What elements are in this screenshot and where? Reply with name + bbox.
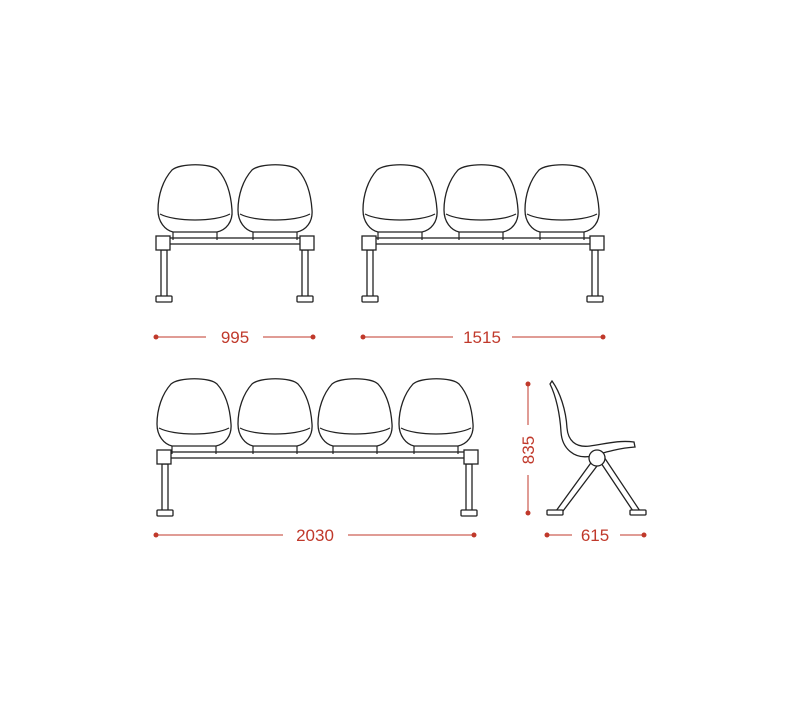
left-leg <box>366 249 374 299</box>
right-leg <box>301 249 309 299</box>
three-seat-bench <box>361 164 605 303</box>
dim-endpoint-right <box>600 334 606 340</box>
seat-2 <box>237 164 313 240</box>
front-leg <box>554 458 598 512</box>
seat-1 <box>362 164 438 240</box>
right-foot <box>460 509 478 517</box>
front-foot <box>546 509 564 516</box>
seat-3 <box>524 164 600 240</box>
dim-endpoint-right <box>641 532 647 538</box>
beam <box>168 451 467 459</box>
beam <box>167 237 303 245</box>
seat-2 <box>443 164 519 240</box>
two-seat-width-label: 995 <box>221 328 249 347</box>
four-seat-bench <box>156 378 479 517</box>
left-leg <box>160 249 168 299</box>
beam <box>373 237 593 245</box>
left-bracket <box>156 449 172 465</box>
two-seat-bench <box>155 164 315 303</box>
side-height-dimension: 835 <box>519 381 538 516</box>
seat-1 <box>157 164 233 240</box>
right-bracket <box>463 449 479 465</box>
seat-2 <box>237 378 313 454</box>
seat-3 <box>317 378 393 454</box>
left-foot <box>361 295 379 303</box>
dim-endpoint-right <box>310 334 316 340</box>
seat-4 <box>398 378 474 454</box>
dim-endpoint-bottom <box>525 510 531 516</box>
dim-endpoint-right <box>471 532 477 538</box>
shell-profile <box>549 379 636 458</box>
left-bracket <box>361 235 377 251</box>
left-foot <box>156 509 174 517</box>
rear-leg <box>598 456 642 512</box>
left-bracket <box>155 235 171 251</box>
three-seat-width-dimension: 1515 <box>360 328 606 347</box>
right-bracket <box>589 235 605 251</box>
beam-hub <box>588 449 606 467</box>
right-foot <box>296 295 314 303</box>
side-view-chair <box>546 379 647 516</box>
right-leg <box>465 463 473 513</box>
three-seat-width-label: 1515 <box>463 328 501 347</box>
right-bracket <box>299 235 315 251</box>
side-height-label: 835 <box>519 436 538 464</box>
four-seat-width-dimension: 2030 <box>153 526 477 545</box>
left-foot <box>155 295 173 303</box>
side-depth-label: 615 <box>581 526 609 545</box>
four-seat-width-label: 2030 <box>296 526 334 545</box>
right-leg <box>591 249 599 299</box>
seat-1 <box>156 378 232 454</box>
right-foot <box>586 295 604 303</box>
rear-foot <box>629 509 647 516</box>
side-depth-dimension: 615 <box>544 526 647 545</box>
left-leg <box>161 463 169 513</box>
two-seat-width-dimension: 995 <box>153 328 316 347</box>
